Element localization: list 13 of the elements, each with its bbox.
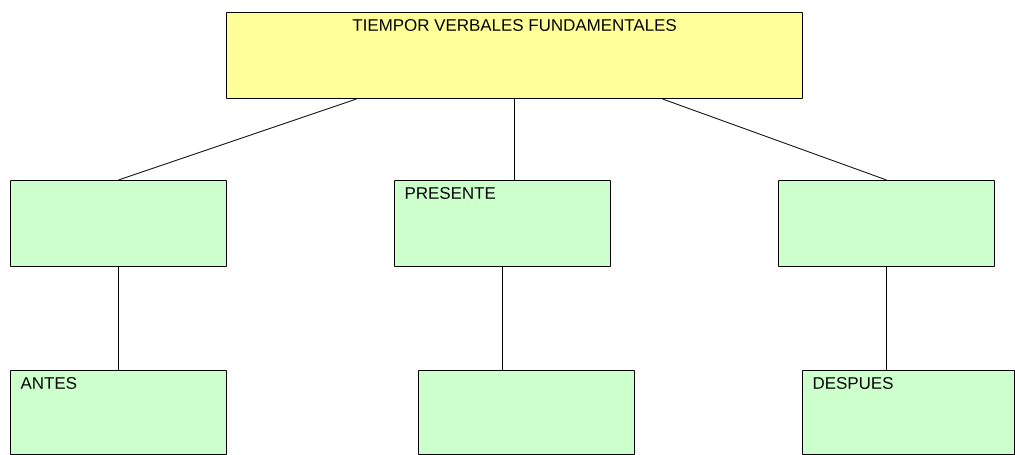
text-box: ANTES <box>10 370 227 455</box>
empty-box <box>10 180 227 267</box>
empty-box <box>418 370 635 455</box>
text-box: PRESENTE <box>394 180 611 267</box>
connector-line <box>502 266 503 371</box>
connector-line <box>662 98 887 181</box>
connector-line <box>118 266 119 371</box>
empty-box <box>778 180 995 267</box>
connector-line <box>514 98 515 181</box>
text-box: DESPUES <box>802 370 1015 455</box>
connector-line <box>886 266 887 371</box>
connector-line <box>118 98 357 181</box>
title-box: TIEMPOR VERBALES FUNDAMENTALES <box>226 12 803 99</box>
